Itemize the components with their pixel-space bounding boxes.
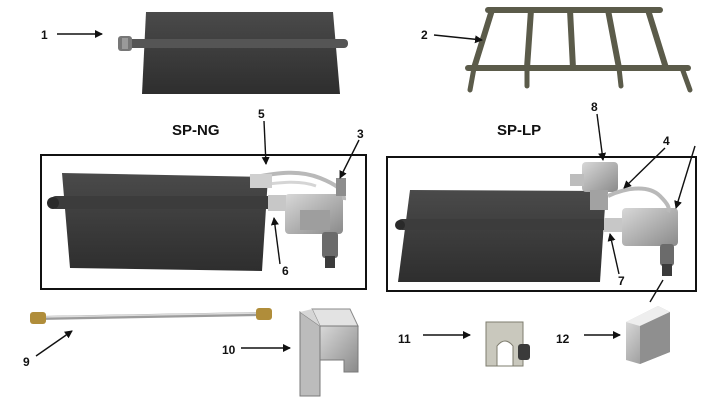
sp-lp-assembly [386,156,697,292]
callout-9: 9 [23,355,30,369]
callout-arrows [35,30,696,357]
callout-8: 8 [591,100,598,114]
callout-6: 6 [282,264,289,278]
part-12-cube [626,306,670,364]
sp-ng-assembly [40,154,367,290]
callout-5: 5 [258,107,265,121]
callout-2: 2 [421,28,428,42]
callout-1: 1 [41,28,48,42]
part-10-cover [299,308,359,397]
callout-12: 12 [556,332,570,346]
title-sp-lp: SP-LP [497,122,542,139]
callout-10: 10 [222,343,236,357]
callout-7: 7 [618,274,625,288]
part-9-gas-tube [30,308,272,324]
title-sp-ng: SP-NG [172,122,220,139]
callout-4: 4 [663,134,670,148]
part-2-grate [465,7,693,93]
callout-3: 3 [357,127,364,141]
part-11-bracket [485,321,530,367]
callout-11: 11 [398,332,411,346]
part-1-burner-pan [118,12,348,94]
